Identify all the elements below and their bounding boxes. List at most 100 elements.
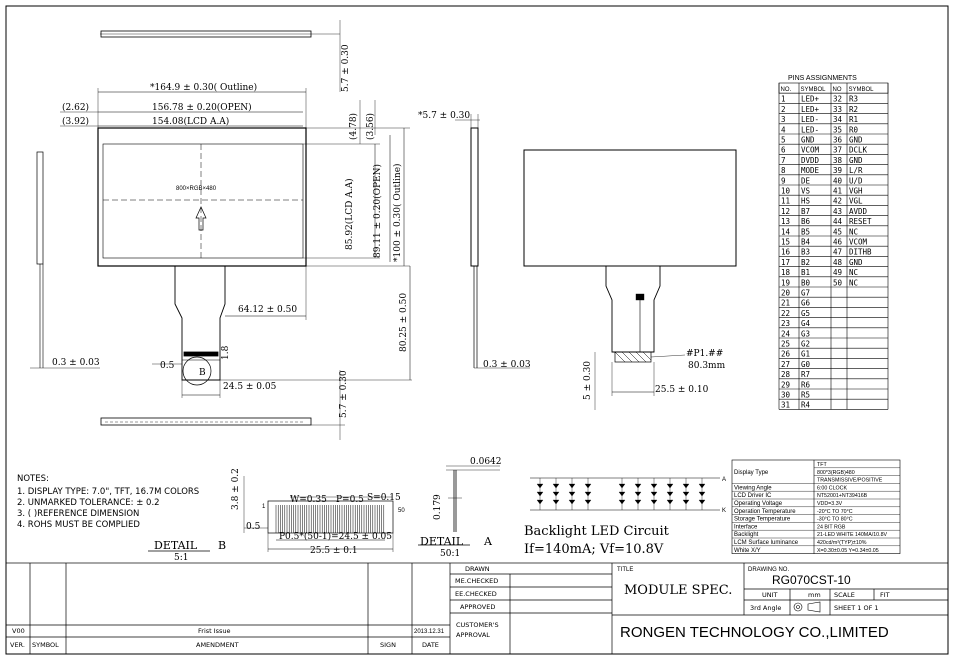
led-diode xyxy=(584,499,592,505)
wire-bundle xyxy=(614,351,652,363)
pin-symbol: B3 xyxy=(801,248,810,257)
rear-fpc xyxy=(605,266,661,353)
pin-symbol: VGL xyxy=(849,197,863,206)
detail-a-letter: A xyxy=(483,535,493,548)
note-1: 1. DISPLAY TYPE: 7.0", TFT, 16.7M COLORS xyxy=(17,487,199,497)
title-block xyxy=(5,562,949,655)
detail-b-pitch: P0.5*(50-1)=24.5 ± 0.05 xyxy=(279,531,392,542)
dim-side-thickness: 0.3 ± 0.03 xyxy=(52,358,100,368)
led-diode xyxy=(698,483,706,489)
detail-b-circle xyxy=(182,356,212,386)
tb-sign: SIGN xyxy=(380,641,396,649)
fpc-outline xyxy=(174,266,226,381)
detail-b-p: P=0.5 xyxy=(336,495,364,505)
note-2: 2. UNMARKED TOLERANCE: ± 0.2 xyxy=(17,498,160,508)
note-3: 3. ( )REFERENCE DIMENSION xyxy=(17,509,139,519)
pin-symbol: G2 xyxy=(801,340,810,349)
led-diode xyxy=(552,491,560,497)
pin-symbol: G5 xyxy=(801,309,810,318)
pin-symbol: LED- xyxy=(801,125,819,134)
dim-pin-18: 1.8 xyxy=(221,345,231,360)
side-view xyxy=(455,114,530,369)
tb-rev-ver: V00 xyxy=(12,627,25,635)
pin-symbol: DCLK xyxy=(849,146,868,155)
pin-symbol: GND xyxy=(801,136,815,145)
spec-value: 420cd/m²(TYP)±10% xyxy=(817,540,867,546)
tb-fit: FIT xyxy=(880,591,890,599)
led-diode xyxy=(568,499,576,505)
detail-a-t1: 0.0642 xyxy=(470,457,502,467)
spec-value: VDD=3.3V xyxy=(817,501,843,507)
pin-symbol: G7 xyxy=(801,289,810,298)
tb-me-checked: ME.CHECKED xyxy=(455,577,498,585)
spec-label: White X/Y xyxy=(734,548,761,554)
pin-number: 32 xyxy=(833,95,842,104)
pin-number: 40 xyxy=(833,176,843,185)
detail-a-label: DETAIL xyxy=(420,535,464,548)
dim-side-03: 0.3 ± 0.03 xyxy=(483,360,531,370)
pin-number: 49 xyxy=(833,268,842,277)
pin-number: 18 xyxy=(781,268,791,277)
pin-number: 2 xyxy=(781,105,786,114)
tb-amendment: AMENDMENT xyxy=(196,641,239,649)
notes-title: NOTES: xyxy=(17,474,49,484)
pin-number: 11 xyxy=(781,197,790,206)
dim-thickness: *5.7 ± 0.30 xyxy=(418,111,470,121)
pin-number: 36 xyxy=(833,136,843,145)
dim-left-262: (2.62) xyxy=(62,102,89,113)
led-diode xyxy=(698,499,706,505)
pin-symbol: R3 xyxy=(849,95,858,104)
pin-table-header: SYMBOL xyxy=(849,87,875,93)
tb-title: MODULE SPEC. xyxy=(624,583,732,598)
pin-number: 31 xyxy=(781,401,790,410)
tb-ver: VER. xyxy=(10,641,25,649)
pin-number: 34 xyxy=(833,115,843,124)
dim-bottom-edge: 5.7 ± 0.30 xyxy=(339,370,349,418)
tb-title-label: TITLE xyxy=(617,567,633,573)
pin-number: 33 xyxy=(833,105,842,114)
projection-symbol xyxy=(793,601,821,613)
pin-number: 46 xyxy=(833,238,843,247)
pin-number: 50 xyxy=(833,278,843,287)
pin-number: 3 xyxy=(781,115,786,124)
pin-symbol: DITHB xyxy=(849,248,872,257)
detail-b-marker: B xyxy=(199,368,206,378)
detail-b-letter: B xyxy=(218,539,226,552)
backlight-circuit xyxy=(530,477,720,511)
tb-rev-date: 2013.12.31 xyxy=(414,629,445,635)
note-4: 4. ROHS MUST BE COMPLIED xyxy=(17,520,140,530)
led-diode xyxy=(552,499,560,505)
pin-number: 5 xyxy=(781,136,786,145)
led-diode xyxy=(698,491,706,497)
pin-number: 41 xyxy=(833,187,842,196)
led-diode xyxy=(568,491,576,497)
dim-top-edge: 5.7 ± 0.30 xyxy=(341,44,351,92)
tb-unit-label: UNIT xyxy=(762,591,778,599)
pin-symbol: G6 xyxy=(801,299,811,308)
tb-drawing-no-label: DRAWING NO. xyxy=(748,567,789,573)
detail-b-left: 0.5 xyxy=(246,522,261,532)
pin-number: 47 xyxy=(833,248,842,257)
pin-number: 30 xyxy=(781,391,791,400)
pin-symbol: G4 xyxy=(801,319,811,328)
dim-fpc-end: 24.5 ± 0.05 xyxy=(223,382,277,392)
front-view xyxy=(30,20,412,440)
pin-symbol: AVDD xyxy=(849,207,868,216)
led-diode xyxy=(536,499,544,505)
pin-table-header: SYMBOL xyxy=(801,87,827,93)
dim-top-356: (3.56) xyxy=(365,113,376,140)
pin-symbol: R7 xyxy=(801,370,810,379)
spec-value: TFT xyxy=(817,462,827,468)
pin-symbol: RESET xyxy=(849,217,872,226)
resolution-label: 800×RGB×480 xyxy=(176,186,217,192)
spec-label: Interface xyxy=(734,524,758,530)
pin-symbol: GND xyxy=(849,156,863,165)
tb-date: DATE xyxy=(422,641,439,649)
led-diode xyxy=(618,491,626,497)
led-diode xyxy=(666,491,674,497)
detail-b-w: W=0.35 xyxy=(290,495,327,505)
led-diode xyxy=(666,483,674,489)
detail-b-fpc xyxy=(267,500,394,534)
pin-symbol: R2 xyxy=(849,105,858,114)
